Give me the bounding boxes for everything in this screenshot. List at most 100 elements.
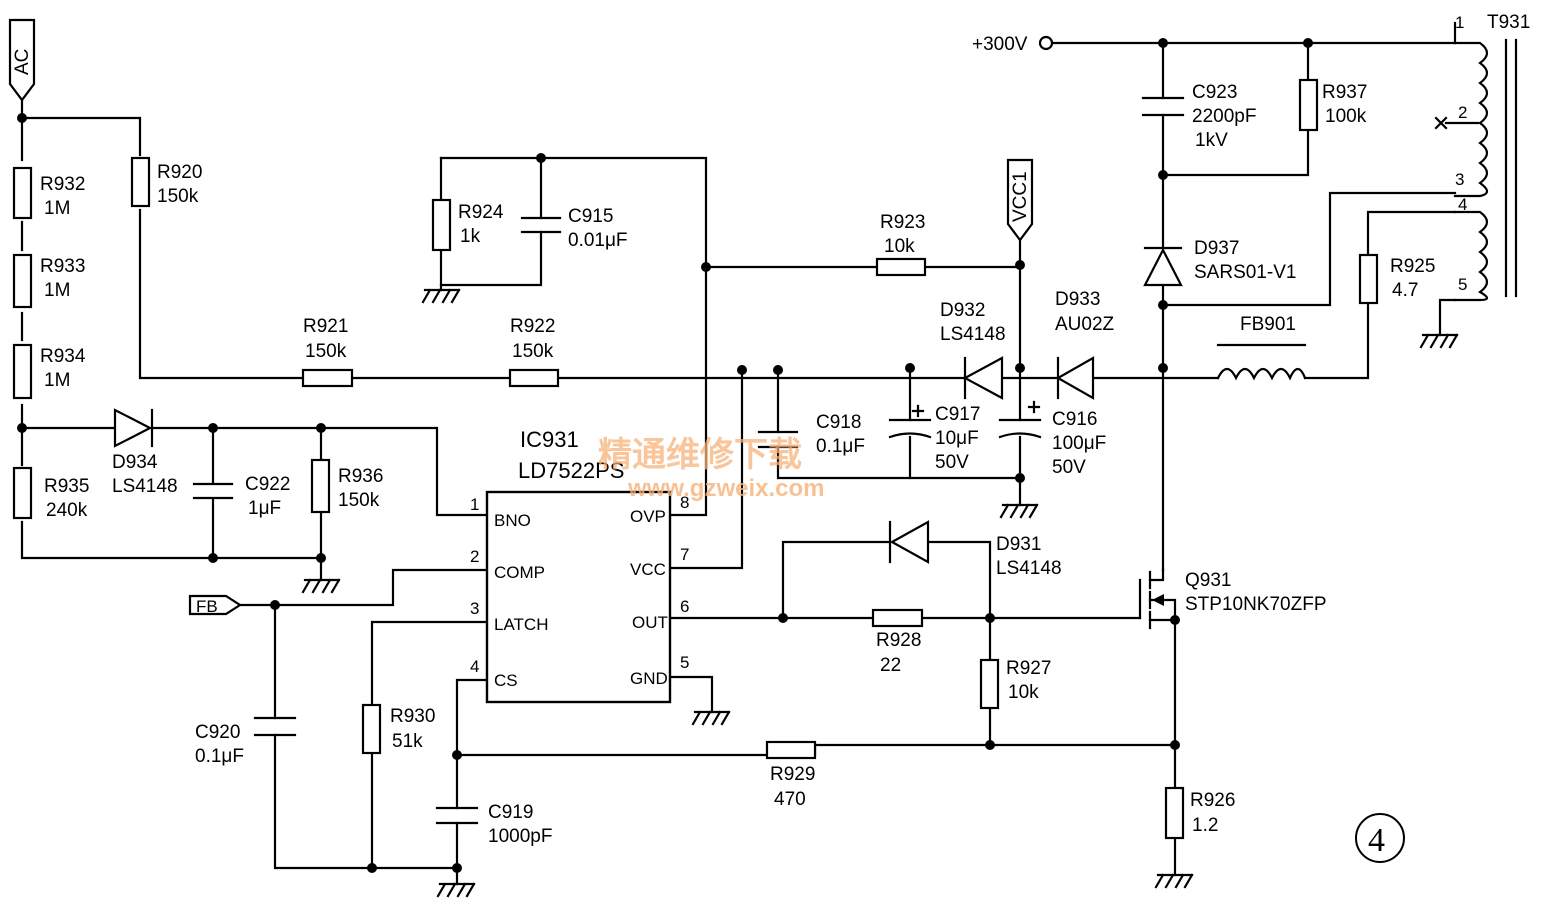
svg-text:100μF: 100μF xyxy=(1052,433,1106,454)
svg-text:R936: R936 xyxy=(338,466,383,487)
svg-text:150k: 150k xyxy=(338,490,380,511)
svg-text:AU02Z: AU02Z xyxy=(1055,314,1115,335)
svg-text:R933: R933 xyxy=(40,256,85,277)
resistor-r932 xyxy=(12,166,33,220)
svg-text:R921: R921 xyxy=(303,316,348,337)
svg-text:SARS01-V1: SARS01-V1 xyxy=(1194,262,1296,283)
svg-text:R928: R928 xyxy=(876,630,921,651)
svg-text:1M: 1M xyxy=(44,280,70,301)
svg-text:D931: D931 xyxy=(996,534,1041,555)
svg-text:LS4148: LS4148 xyxy=(112,476,178,497)
svg-text:VCC1: VCC1 xyxy=(1010,171,1031,222)
figure-number: 4 xyxy=(1355,813,1405,863)
svg-text:R927: R927 xyxy=(1006,658,1051,679)
svg-text:0.1μF: 0.1μF xyxy=(195,746,244,767)
svg-text:COMP: COMP xyxy=(494,563,545,582)
port-vcc1: VCC1 xyxy=(1006,158,1034,242)
resistor-r924 xyxy=(431,198,452,252)
svg-text:240k: 240k xyxy=(46,500,88,521)
mosfet-q931 xyxy=(1138,568,1177,630)
svg-text:0.01μF: 0.01μF xyxy=(568,230,628,251)
svg-text:100k: 100k xyxy=(1325,106,1367,127)
svg-text:2200pF: 2200pF xyxy=(1192,106,1256,127)
svg-text:IC931: IC931 xyxy=(520,427,579,452)
capacitor-c918 xyxy=(757,430,799,449)
resistor-r937 xyxy=(1298,78,1319,132)
svg-text:5: 5 xyxy=(680,653,689,672)
svg-text:精通维修下载: 精通维修下载 xyxy=(598,435,802,475)
ground-icon xyxy=(436,882,476,898)
svg-text:2: 2 xyxy=(1458,103,1467,122)
capacitor-c917 xyxy=(888,404,932,439)
svg-text:C922: C922 xyxy=(245,474,290,495)
resistor-r920 xyxy=(130,156,151,208)
resistor-r923 xyxy=(875,257,927,277)
svg-text:BNO: BNO xyxy=(494,511,531,530)
svg-text:C916: C916 xyxy=(1052,409,1097,430)
svg-text:1M: 1M xyxy=(44,370,70,391)
capacitor-c915 xyxy=(520,216,562,234)
svg-text:Q931: Q931 xyxy=(1185,570,1231,591)
svg-text:LD7522PS: LD7522PS xyxy=(518,458,624,483)
svg-text:T931: T931 xyxy=(1487,12,1530,33)
svg-text:8: 8 xyxy=(680,493,689,512)
resistor-r930 xyxy=(361,703,382,755)
diode-d934 xyxy=(113,408,154,448)
ground-icon xyxy=(421,288,461,304)
svg-text:1kV: 1kV xyxy=(1195,130,1228,151)
svg-text:C920: C920 xyxy=(195,722,240,743)
diode-d937 xyxy=(1143,246,1183,287)
svg-text:51k: 51k xyxy=(392,731,423,752)
svg-text:4: 4 xyxy=(1368,822,1385,859)
svg-text:C919: C919 xyxy=(488,802,533,823)
capacitor-c920 xyxy=(253,716,297,737)
capacitor-c922 xyxy=(192,482,234,500)
diodes xyxy=(113,246,1183,564)
svg-text:C915: C915 xyxy=(568,206,613,227)
svg-text:CS: CS xyxy=(494,671,518,690)
svg-text:LATCH: LATCH xyxy=(494,615,548,634)
svg-text:OVP: OVP xyxy=(630,507,666,526)
svg-text:10k: 10k xyxy=(1008,682,1039,703)
svg-text:50V: 50V xyxy=(935,452,969,473)
svg-text:R935: R935 xyxy=(44,476,89,497)
resistor-r925 xyxy=(1358,253,1379,305)
watermark: 精通维修下载 www.gzweix.com xyxy=(598,435,825,502)
svg-text:1000pF: 1000pF xyxy=(488,826,552,847)
capacitors xyxy=(192,96,1185,825)
svg-text:C918: C918 xyxy=(816,412,861,433)
capacitor-c916 xyxy=(998,400,1042,439)
transformer-t931 xyxy=(1434,38,1518,302)
ground-icon xyxy=(301,578,341,594)
svg-text:R923: R923 xyxy=(880,212,925,233)
svg-text:5: 5 xyxy=(1458,275,1467,294)
svg-text:1M: 1M xyxy=(44,198,70,219)
inductor-fb901 xyxy=(1216,343,1307,381)
svg-text:3: 3 xyxy=(1455,170,1464,189)
resistor-r936 xyxy=(310,458,331,514)
svg-text:470: 470 xyxy=(774,789,806,810)
svg-text:2: 2 xyxy=(470,547,479,566)
ground-icon xyxy=(691,710,731,726)
svg-text:D933: D933 xyxy=(1055,289,1100,310)
resistor-r928 xyxy=(871,608,924,628)
wires xyxy=(20,21,1457,886)
port-ac: AC xyxy=(8,18,36,102)
ground-icon xyxy=(999,503,1039,519)
svg-text:D932: D932 xyxy=(940,300,985,321)
svg-text:STP10NK70ZFP: STP10NK70ZFP xyxy=(1185,594,1327,615)
capacitor-c923 xyxy=(1141,96,1185,117)
svg-text:AC: AC xyxy=(12,49,33,75)
port-fb: FB xyxy=(188,594,243,616)
svg-text:D934: D934 xyxy=(112,452,158,473)
resistor-r922 xyxy=(508,368,560,388)
svg-text:6: 6 xyxy=(680,597,689,616)
resistor-r935 xyxy=(12,466,33,520)
diode-d932 xyxy=(962,356,1004,400)
ic931-body xyxy=(485,490,672,704)
svg-text:1μF: 1μF xyxy=(248,498,281,519)
svg-text:D937: D937 xyxy=(1194,238,1239,259)
svg-text:R929: R929 xyxy=(770,764,815,785)
svg-text:150k: 150k xyxy=(305,341,347,362)
